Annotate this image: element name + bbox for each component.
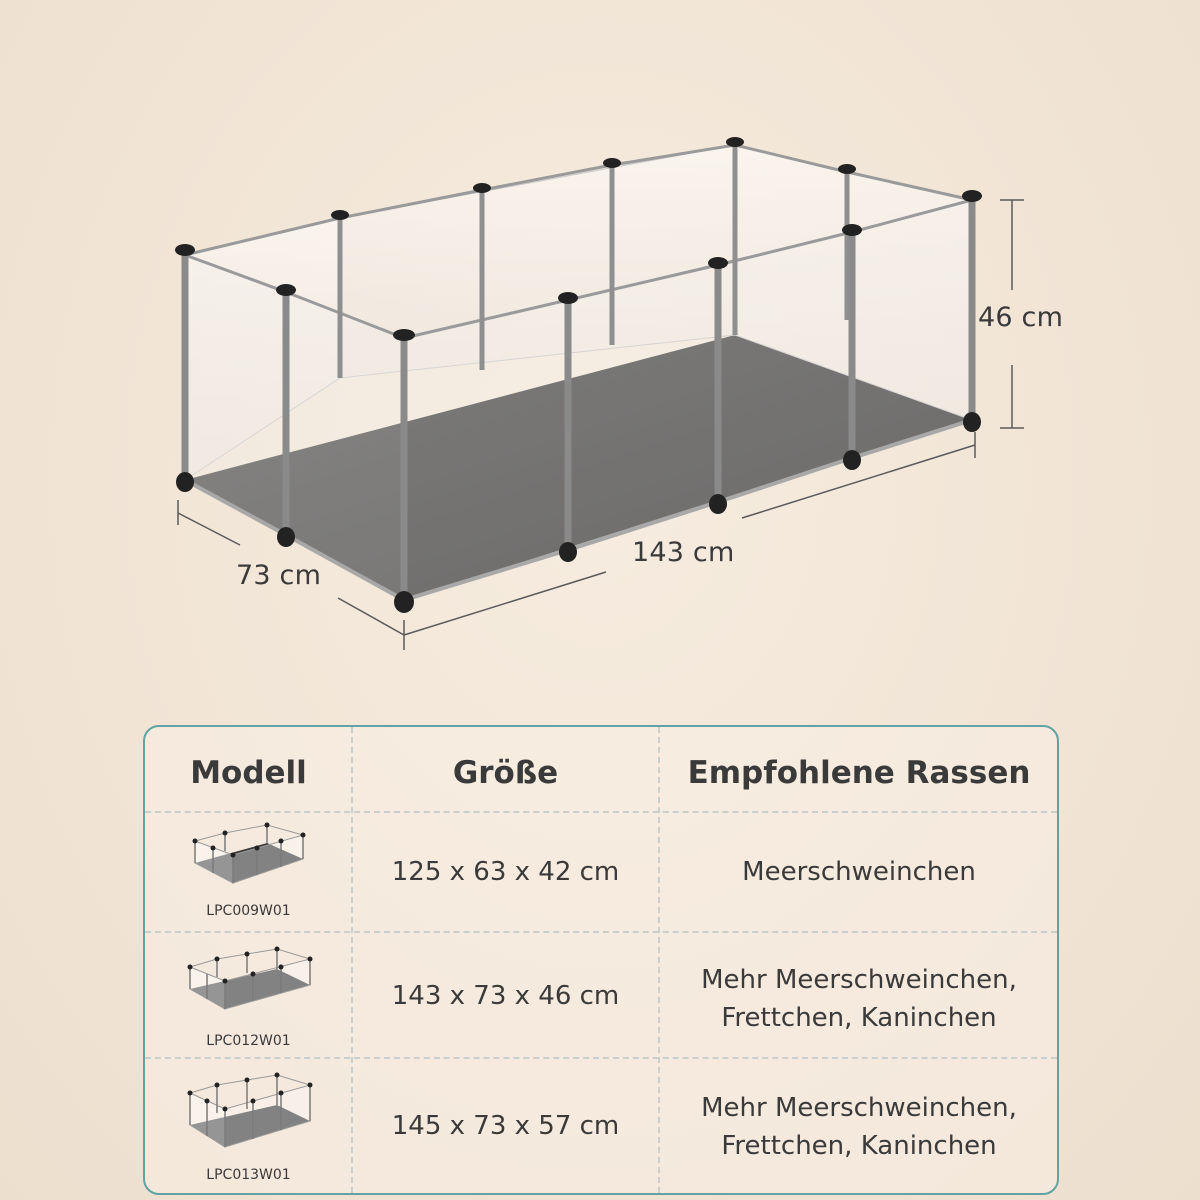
floor-mat <box>185 335 972 600</box>
breed-line: Meerschweinchen <box>742 857 976 887</box>
playpen-illustration <box>175 137 1024 650</box>
row-divider <box>145 931 1057 933</box>
recommended-breeds: Mehr Meerschweinchen, Frettchen, Kaninch… <box>659 1089 1057 1165</box>
breed-line: Frettchen, Kaninchen <box>721 1003 997 1033</box>
header-size: Größe <box>452 755 559 791</box>
width-dimension-label: 73 cm <box>236 560 322 591</box>
model-code: LPC013W01 <box>206 1167 291 1183</box>
header-recommended-breeds: Empfohlene Rassen <box>687 755 1031 791</box>
table-row: LPC012W01 143 x 73 x 46 cm Mehr Meerschw… <box>145 933 1057 1057</box>
model-size: 145 x 73 x 57 cm <box>391 1111 620 1141</box>
model-code: LPC012W01 <box>206 1033 291 1049</box>
playpen-thumbnail <box>192 822 306 884</box>
recommended-breeds: Meerschweinchen <box>659 853 1057 891</box>
breed-line: Frettchen, Kaninchen <box>721 1131 997 1161</box>
column-divider <box>658 727 660 1193</box>
playpen-thumbnail <box>187 1072 313 1148</box>
header-model: Modell <box>190 755 307 791</box>
breed-line: Mehr Meerschweinchen, <box>701 965 1017 995</box>
row-divider <box>145 1057 1057 1059</box>
table-row: LPC013W01 145 x 73 x 57 cm Mehr Meerschw… <box>145 1059 1057 1193</box>
length-dimension-label: 143 cm <box>632 537 735 568</box>
height-dimension-label: 46 cm <box>978 302 1064 333</box>
model-comparison-table: Modell Größe Empfohlene Rassen LPC009W01… <box>143 725 1059 1195</box>
breed-line: Mehr Meerschweinchen, <box>701 1093 1017 1123</box>
model-size: 143 x 73 x 46 cm <box>391 981 620 1011</box>
row-divider <box>145 811 1057 813</box>
model-code: LPC009W01 <box>206 903 291 919</box>
column-divider <box>351 727 353 1193</box>
playpen-thumbnail <box>187 946 313 1010</box>
model-size: 125 x 63 x 42 cm <box>391 857 620 887</box>
recommended-breeds: Mehr Meerschweinchen, Frettchen, Kaninch… <box>659 961 1057 1037</box>
table-row: LPC009W01 125 x 63 x 42 cm Meerschweinch… <box>145 813 1057 931</box>
